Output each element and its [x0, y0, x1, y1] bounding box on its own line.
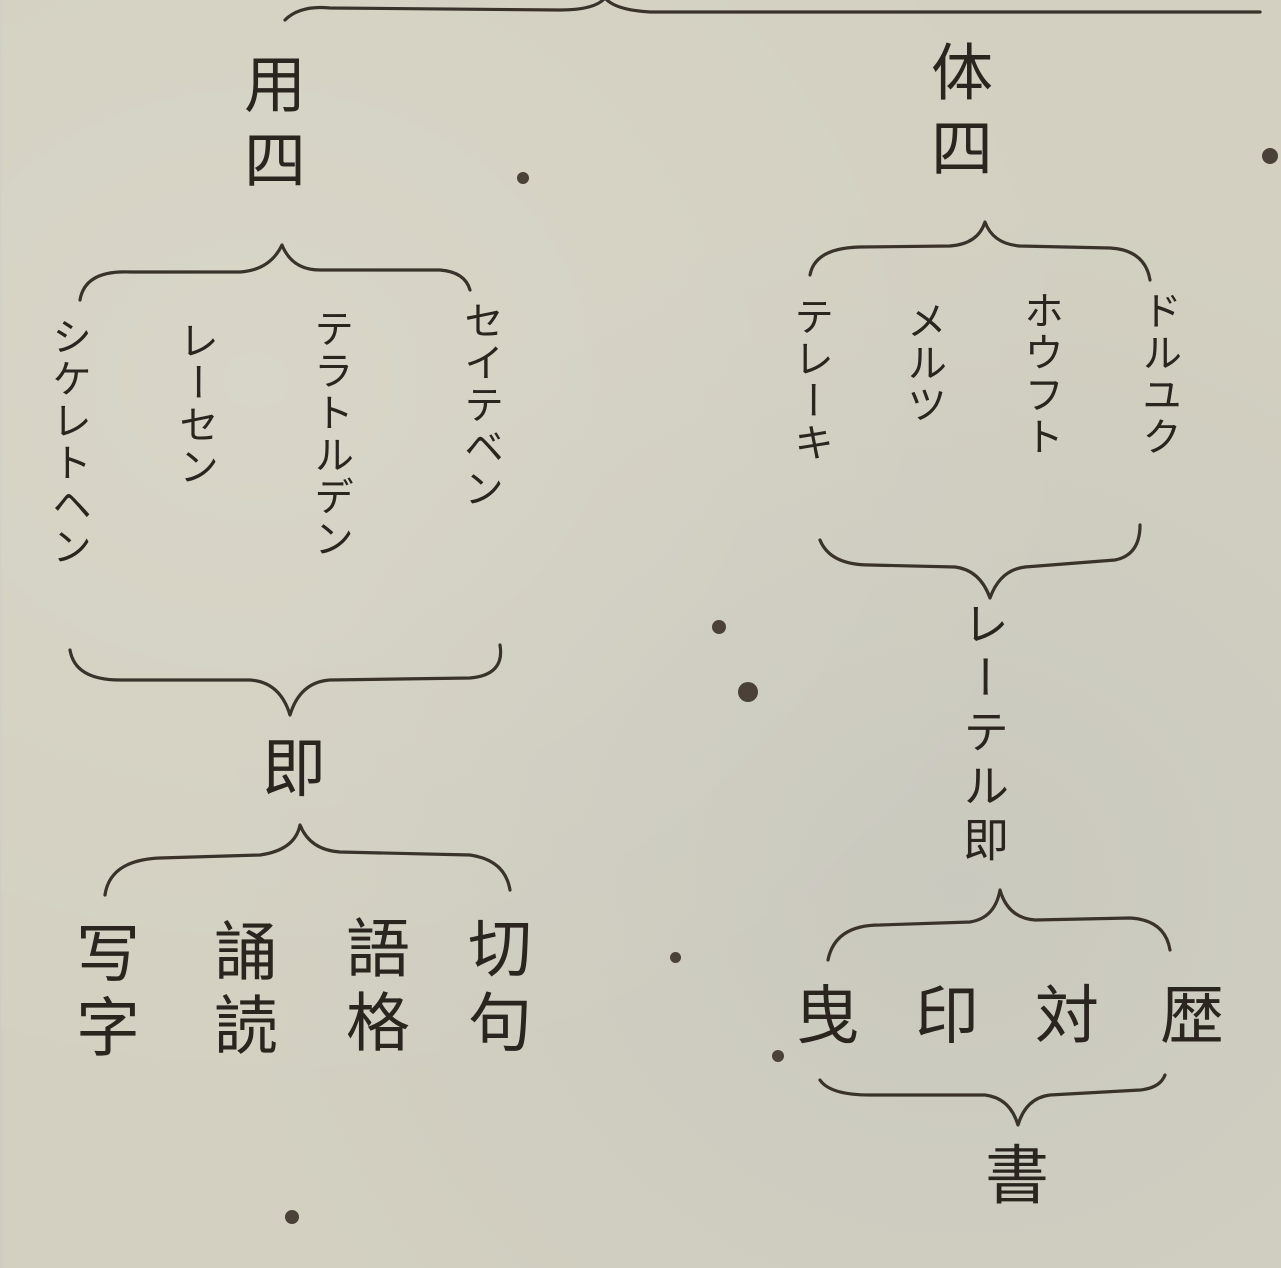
right-item-3: メルツ: [900, 300, 946, 426]
right-sub-3: 印: [915, 980, 979, 1054]
left-item-3: レーセン: [172, 320, 218, 488]
right-item-1: ドルユク: [1135, 290, 1181, 458]
top-brace: [283, 0, 1262, 22]
right-sub-2: 対: [1035, 980, 1099, 1054]
left-item-2: テラトルデン: [307, 308, 353, 560]
left-sub-3: 誦読: [203, 918, 277, 1066]
binding-hole: [670, 952, 681, 963]
left-mid: 即: [262, 733, 326, 807]
binding-hole: [772, 1050, 784, 1062]
binding-hole: [712, 620, 726, 634]
right-item-2: ホウフト: [1017, 290, 1063, 458]
left-sub-2: 語格: [335, 915, 409, 1063]
left-item-4: シケレトヘン: [45, 316, 91, 568]
left-upper-brace: [78, 243, 472, 302]
left-sub-4: 写字: [65, 920, 139, 1068]
binding-hole: [1262, 148, 1278, 164]
left-head: 用四: [233, 52, 306, 204]
right-mid: レーテル即: [956, 600, 1010, 870]
left-sub-brace: [103, 823, 512, 897]
left-lower-brace: [68, 643, 503, 717]
right-sub-brace: [826, 888, 1172, 962]
right-upper-brace: [808, 220, 1152, 282]
right-foot-brace: [818, 1073, 1167, 1127]
right-sub-4: 曳: [795, 980, 859, 1054]
left-item-1: セイテベン: [457, 300, 503, 510]
right-sub-1: 歴: [1160, 980, 1224, 1054]
binding-hole: [738, 682, 758, 702]
binding-hole: [285, 1210, 299, 1224]
right-foot: 書: [985, 1140, 1049, 1214]
right-item-4: テレーキ: [787, 296, 833, 464]
right-lower-brace: [818, 523, 1142, 600]
left-sub-1: 切句: [457, 915, 531, 1063]
binding-hole: [517, 172, 529, 184]
right-head: 体四: [920, 40, 993, 192]
